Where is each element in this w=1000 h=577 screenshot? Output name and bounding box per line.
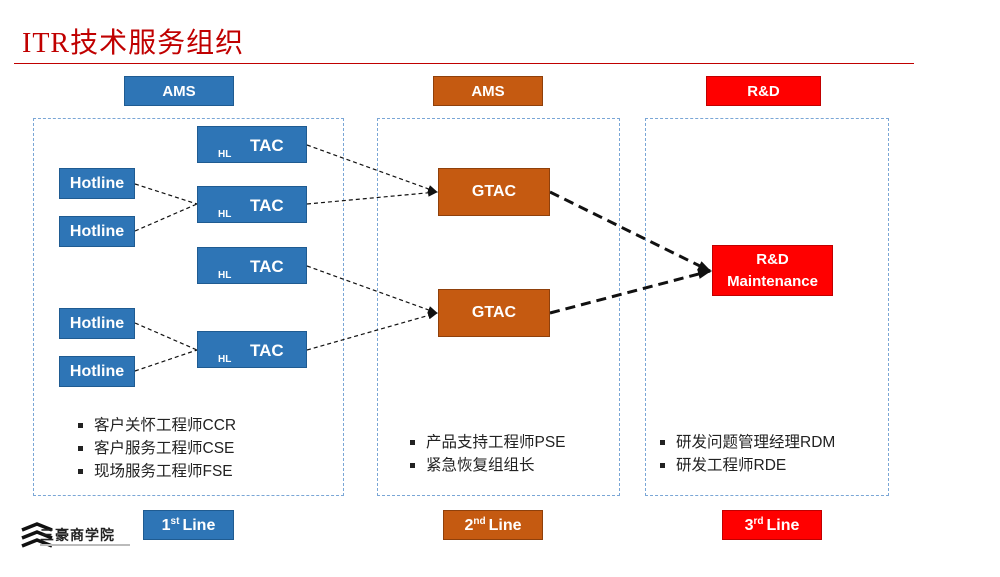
logo-subline <box>40 544 130 546</box>
arrow-tac3-gtac2 <box>306 265 438 314</box>
list-item: 紧急恢复组组长 <box>408 454 566 477</box>
first-line-roles: 客户关怀工程师CCR 客户服务工程师CSE 现场服务工程师FSE <box>76 414 236 483</box>
hotline-box-1: Hotline <box>59 168 135 199</box>
rd-maintenance-box: R&D Maintenance <box>712 245 833 296</box>
tac-box-2: HL TAC <box>197 186 307 223</box>
arrow-gtac1-rd <box>549 190 712 273</box>
gtac-box-2: GTAC <box>438 289 550 337</box>
tac-prefix: HL <box>218 149 232 160</box>
rd-maintenance-line1: R&D <box>756 250 789 268</box>
arrow-tac1-gtac1 <box>306 144 438 193</box>
list-item: 现场服务工程师FSE <box>76 460 236 483</box>
tac-label: TAC <box>250 136 284 155</box>
tac-label: TAC <box>250 257 284 276</box>
tac-prefix: HL <box>218 270 232 281</box>
arrow-gtac2-rd <box>549 269 712 315</box>
first-line-zone <box>33 118 344 496</box>
hotline-box-2: Hotline <box>59 216 135 247</box>
page-title: ITR技术服务组织 <box>22 28 245 59</box>
second-line-roles: 产品支持工程师PSE 紧急恢复组组长 <box>408 431 566 477</box>
title-divider <box>14 63 914 64</box>
connector-hotline1-tac2 <box>134 183 198 205</box>
connector-hotline4-tac4 <box>134 349 198 372</box>
list-item: 研发问题管理经理RDM <box>658 431 835 454</box>
logo-text: 三豪商学院 <box>40 527 115 543</box>
tac-box-1: HL TAC <box>197 126 307 163</box>
third-line-zone <box>645 118 889 496</box>
tac-label: TAC <box>250 341 284 360</box>
connector-hotline2-tac2 <box>134 203 198 232</box>
column-header-1st-line: AMS <box>124 76 234 106</box>
arrow-tac2-gtac1 <box>306 188 438 205</box>
column-header-2nd-line: AMS <box>433 76 543 106</box>
tac-label: TAC <box>250 196 284 215</box>
third-line-roles: 研发问题管理经理RDM 研发工程师RDE <box>658 431 835 477</box>
rd-maintenance-line2: Maintenance <box>727 272 818 290</box>
tac-box-3: HL TAC <box>197 247 307 284</box>
hotline-box-3: Hotline <box>59 308 135 339</box>
list-item: 客户关怀工程师CCR <box>76 414 236 437</box>
column-header-3rd-line: R&D <box>706 76 821 106</box>
connector-hotline3-tac4 <box>134 322 198 351</box>
list-item: 研发工程师RDE <box>658 454 835 477</box>
tac-prefix: HL <box>218 209 232 220</box>
gtac-box-1: GTAC <box>438 168 550 216</box>
list-item: 产品支持工程师PSE <box>408 431 566 454</box>
tac-box-4: HL TAC <box>197 331 307 368</box>
second-line-zone <box>377 118 620 496</box>
list-item: 客户服务工程师CSE <box>76 437 236 460</box>
arrow-tac4-gtac2 <box>306 311 438 351</box>
hotline-box-4: Hotline <box>59 356 135 387</box>
tac-prefix: HL <box>218 354 232 365</box>
